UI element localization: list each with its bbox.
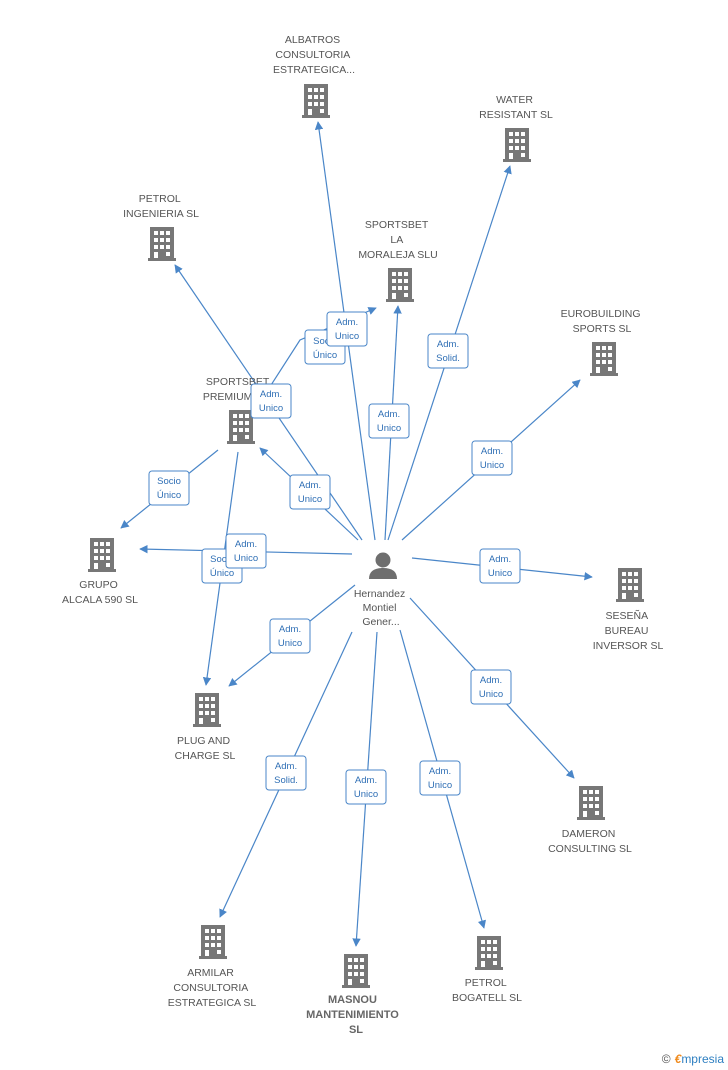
company-albatros[interactable]: ALBATROS CONSULTORIA ESTRATEGICA... — [273, 34, 355, 118]
company-dameron[interactable]: DAMERON CONSULTING SL — [548, 786, 632, 855]
building-icon — [386, 268, 414, 302]
footer-brand: ©€mpresia — [662, 1052, 724, 1066]
svg-text:Adm.Unico: Adm.Unico — [298, 480, 322, 505]
company-sesena[interactable]: SESEÑA BUREAU INVERSOR SL — [593, 568, 664, 652]
building-icon — [616, 568, 644, 602]
company-grupo-alcala[interactable]: GRUPO ALCALA 590 SL — [62, 538, 138, 606]
edge-label-water[interactable]: Adm.Solid. — [427, 333, 469, 369]
company-label: DAMERON CONSULTING SL — [548, 828, 632, 855]
svg-text:Adm.Unico: Adm.Unico — [234, 539, 258, 564]
company-label: PLUG AND CHARGE SL — [175, 735, 236, 762]
edge-label-albatros[interactable]: Adm.Unico — [326, 311, 368, 347]
company-water[interactable]: WATER RESISTANT SL — [479, 94, 553, 162]
edge-label-grupo[interactable]: Adm.Unico — [225, 533, 267, 569]
building-icon — [193, 693, 221, 727]
edge-label-sesena[interactable]: Adm.Unico — [479, 548, 521, 584]
svg-text:Adm.Unico: Adm.Unico — [377, 409, 401, 434]
edge-label-sportsbet-prem[interactable]: Adm.Unico — [289, 474, 331, 510]
company-label: SESEÑA BUREAU INVERSOR SL — [593, 609, 664, 652]
edge-label-armilar[interactable]: Adm.Solid. — [265, 755, 307, 791]
edge-label-sportsbet-mor[interactable]: Adm.Unico — [368, 403, 410, 439]
company-petrol-ingenieria[interactable]: PETROL INGENIERIA SL — [123, 193, 199, 261]
company-label: ALBATROS CONSULTORIA ESTRATEGICA... — [273, 34, 355, 76]
company-label: GRUPO ALCALA 590 SL — [62, 579, 138, 606]
building-icon — [88, 538, 116, 572]
company-petrol-bogatell[interactable]: PETROL BOGATELL SL — [452, 936, 522, 1004]
company-label: SPORTSBET LA MORALEJA SLU — [358, 219, 437, 261]
company-label: ARMILAR CONSULTORIA ESTRATEGICA SL — [168, 967, 257, 1009]
building-icon — [148, 227, 176, 261]
edge-label-eurobuilding[interactable]: Adm.Unico — [471, 440, 513, 476]
edge-label-premium[interactable]: Adm.Unico — [250, 383, 292, 419]
company-masnou[interactable]: MASNOU MANTENIMIENTO SL — [306, 954, 402, 1036]
edge-label-petrol-bog[interactable]: Adm.Unico — [419, 760, 461, 796]
svg-text:Adm.Unico: Adm.Unico — [278, 624, 302, 649]
company-label: WATER RESISTANT SL — [479, 94, 553, 121]
company-armilar[interactable]: ARMILAR CONSULTORIA ESTRATEGICA SL — [168, 925, 257, 1009]
building-icon — [577, 786, 605, 820]
company-plug-and-charge[interactable]: PLUG AND CHARGE SL — [175, 693, 236, 762]
company-label: MASNOU MANTENIMIENTO SL — [306, 994, 402, 1036]
svg-text:Adm.Solid.: Adm.Solid. — [274, 761, 298, 786]
building-icon — [475, 936, 503, 970]
company-label: PETROL INGENIERIA SL — [123, 193, 199, 220]
building-icon-highlight — [342, 954, 370, 988]
copyright-icon: © — [661, 1052, 671, 1066]
company-eurobuilding[interactable]: EUROBUILDING SPORTS SL — [561, 308, 644, 376]
building-icon — [302, 84, 330, 118]
svg-text:Adm.Solid.: Adm.Solid. — [436, 339, 460, 364]
edge-label-plug[interactable]: Adm.Unico — [269, 618, 311, 654]
brand-name: mpresia — [681, 1052, 724, 1066]
person-label: Hernandez Montiel Gener... — [354, 588, 408, 628]
company-label: PETROL BOGATELL SL — [452, 977, 522, 1004]
svg-text:Adm.Unico: Adm.Unico — [480, 446, 504, 471]
building-icon — [199, 925, 227, 959]
edge-label-masnou[interactable]: Adm.Unico — [345, 769, 387, 805]
person-icon — [369, 552, 397, 579]
company-sportsbet-moraleja[interactable]: SPORTSBET LA MORALEJA SLU — [358, 219, 438, 302]
svg-text:Adm.Unico: Adm.Unico — [428, 766, 452, 791]
building-icon — [590, 342, 618, 376]
building-icon — [503, 128, 531, 162]
svg-text:Adm.Unico: Adm.Unico — [259, 389, 283, 414]
brand-logo-letter: € — [674, 1052, 682, 1066]
person-hernandez-montiel[interactable]: Hernandez Montiel Gener... — [354, 552, 408, 629]
svg-text:Adm.Unico: Adm.Unico — [354, 775, 378, 800]
svg-text:Adm.Unico: Adm.Unico — [479, 675, 503, 700]
edge-label-dameron[interactable]: Adm.Unico — [470, 669, 512, 705]
svg-text:Adm.Unico: Adm.Unico — [488, 554, 512, 579]
company-label: EUROBUILDING SPORTS SL — [561, 308, 644, 335]
svg-text:Adm.Unico: Adm.Unico — [335, 317, 359, 342]
